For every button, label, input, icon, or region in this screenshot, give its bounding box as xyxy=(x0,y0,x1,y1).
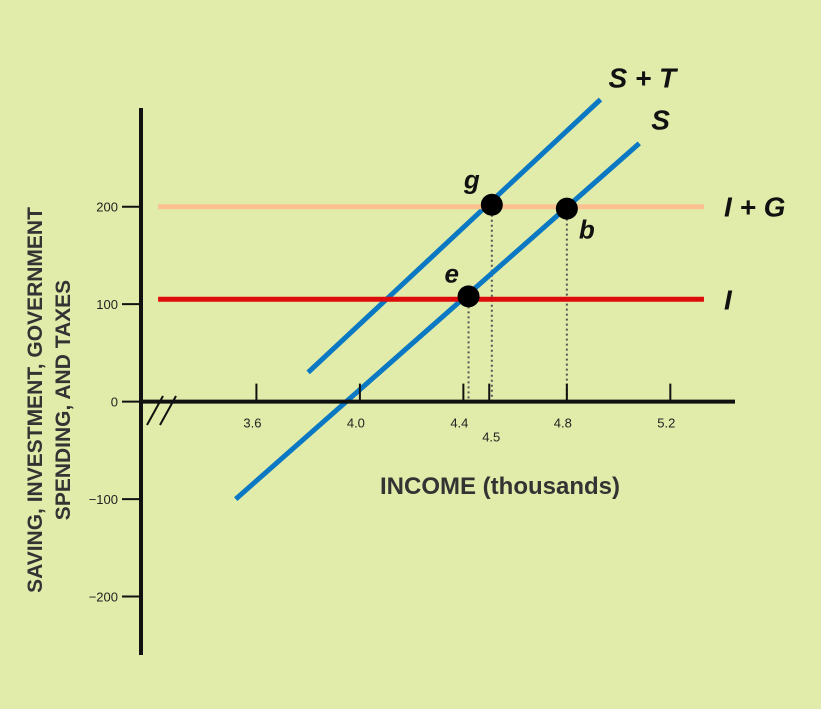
labels: S + T S I + G Ig b e xyxy=(445,62,786,315)
point-label-b: b xyxy=(579,215,595,245)
points xyxy=(457,193,578,308)
series-label-s-t: S + T xyxy=(608,62,679,93)
point-label-e: e xyxy=(445,258,459,288)
ticks: 200 100 0 −100 −200 3.6 4.0 4.4 4.5 4.8 5.2 xyxy=(89,200,676,605)
series-label-s: S xyxy=(651,104,670,135)
axes xyxy=(139,108,735,655)
axis-break-mark xyxy=(146,395,164,426)
series-line-s-t xyxy=(306,97,603,375)
y-tick-label: −100 xyxy=(89,492,118,507)
point-label-g: g xyxy=(463,165,480,195)
x-tick-label: 4.8 xyxy=(554,416,572,431)
dotted-guides xyxy=(467,204,568,402)
y-tick-label: −200 xyxy=(89,590,118,605)
y-tick-label: 200 xyxy=(96,200,118,215)
y-axis-label-line: SPENDING, AND TAXES xyxy=(52,280,75,520)
x-tick-label: 4.4 xyxy=(450,416,468,431)
x-tick-label: 4.5 xyxy=(482,430,500,445)
series-line-s xyxy=(234,141,641,501)
series-label-i-g: I + G xyxy=(724,192,785,223)
y-tick-label: 100 xyxy=(96,297,118,312)
point-b xyxy=(555,197,578,220)
x-tick-label: 5.2 xyxy=(657,416,675,431)
x-axis-label: INCOME (thousands) xyxy=(380,473,620,500)
y-tick-label: 0 xyxy=(111,395,118,410)
point-g xyxy=(480,193,503,216)
series-label-i: I xyxy=(724,284,733,315)
series-lines xyxy=(158,97,704,501)
axis-break-mark xyxy=(159,395,177,426)
x-tick-label: 4.0 xyxy=(347,416,365,431)
x-tick-label: 3.6 xyxy=(243,416,261,431)
y-axis-label-line: SAVING, INVESTMENT, GOVERNMENT xyxy=(24,207,47,593)
point-e xyxy=(457,285,480,308)
